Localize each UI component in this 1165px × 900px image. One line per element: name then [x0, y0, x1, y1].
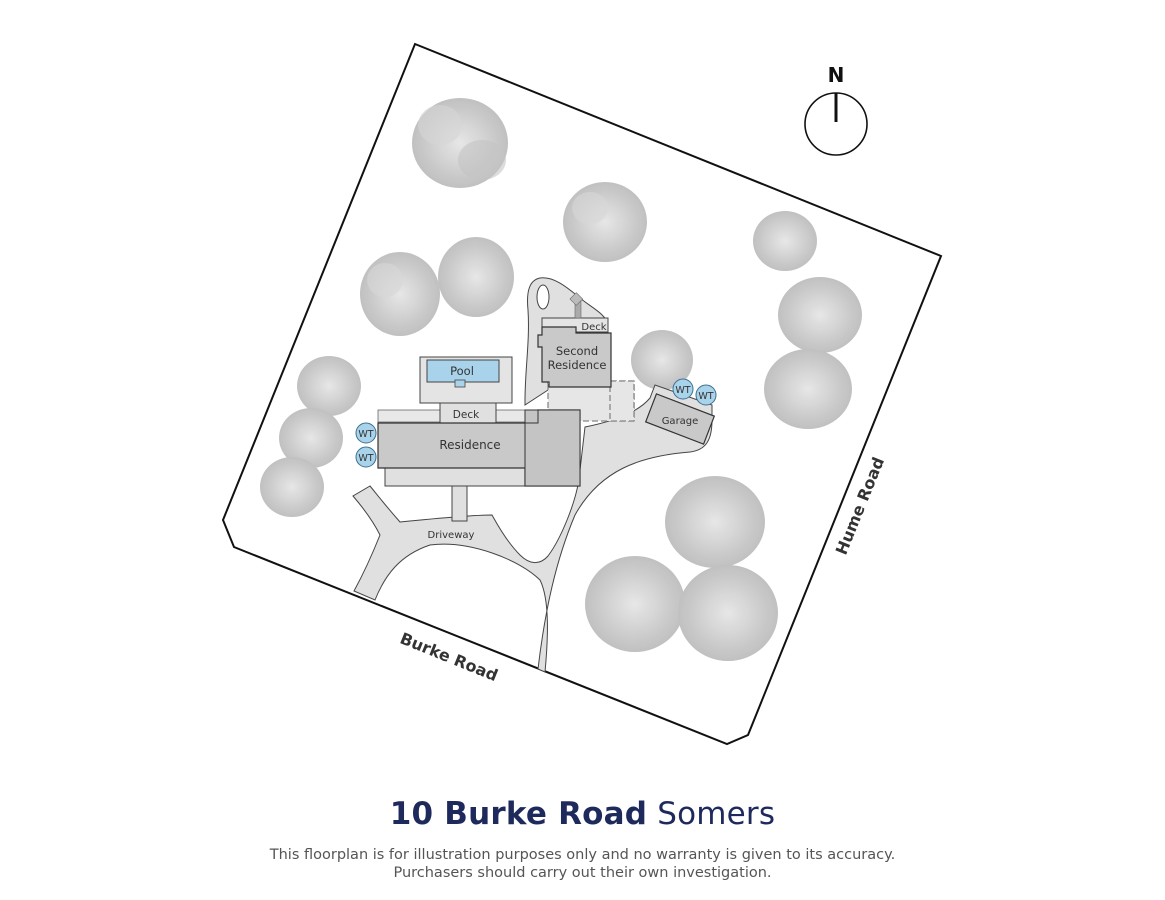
tree-icon: [585, 556, 685, 652]
svg-text:WT: WT: [675, 385, 690, 396]
pool-area: Pool: [419, 356, 513, 404]
garage-label: Garage: [662, 416, 699, 427]
tree-icon: [279, 408, 343, 468]
tree-icon: [297, 356, 361, 416]
property-address: 10 Burke Road: [389, 796, 648, 832]
tree-icon: [631, 330, 693, 390]
tree-icon: [563, 182, 647, 262]
disclaimer-line-1: This floorplan is for illustration purpo…: [269, 847, 896, 863]
north-compass: N: [804, 63, 868, 156]
second-residence: Deck Second Residence: [537, 292, 612, 388]
water-tank-icon: WT: [695, 384, 717, 406]
second-residence-label-1: Second: [556, 344, 598, 358]
svg-text:WT: WT: [358, 429, 373, 440]
water-tank-icon: WT: [355, 422, 377, 444]
residence: Residence: [377, 409, 581, 487]
north-label: N: [828, 63, 845, 87]
residence-label: Residence: [439, 438, 500, 452]
property-suburb: Somers: [657, 796, 776, 832]
water-tanks: WT WT WT WT: [355, 378, 717, 468]
site-plan: Pool Deck Residence Deck Second Residenc…: [221, 42, 943, 746]
second-residence-label-2: Residence: [548, 358, 607, 372]
tree-icon: [678, 565, 778, 661]
tree-icon: [753, 211, 817, 271]
residence-deck-label: Deck: [453, 409, 480, 421]
tree-icon: [665, 476, 765, 568]
pool-label: Pool: [450, 364, 474, 378]
tree-icon: [412, 98, 508, 188]
tree-icon: [360, 252, 440, 336]
footer: 10 Burke Road Somers This floorplan is f…: [0, 796, 1165, 882]
tree-icon: [764, 349, 852, 429]
trees: [260, 98, 862, 661]
disclaimer-line-2: Purchasers should carry out their own in…: [393, 865, 772, 881]
disclaimer: This floorplan is for illustration purpo…: [0, 846, 1165, 882]
tree-icon: [438, 237, 514, 317]
svg-text:WT: WT: [358, 453, 373, 464]
water-tank-icon: WT: [672, 378, 694, 400]
water-tank-icon: WT: [355, 446, 377, 468]
second-deck-label: Deck: [581, 322, 606, 333]
property-title: 10 Burke Road Somers: [0, 796, 1165, 832]
tree-icon: [260, 457, 324, 517]
garage: [644, 393, 716, 445]
tree-icon: [778, 277, 862, 353]
driveway-label: Driveway: [428, 530, 475, 541]
svg-text:WT: WT: [698, 391, 713, 402]
